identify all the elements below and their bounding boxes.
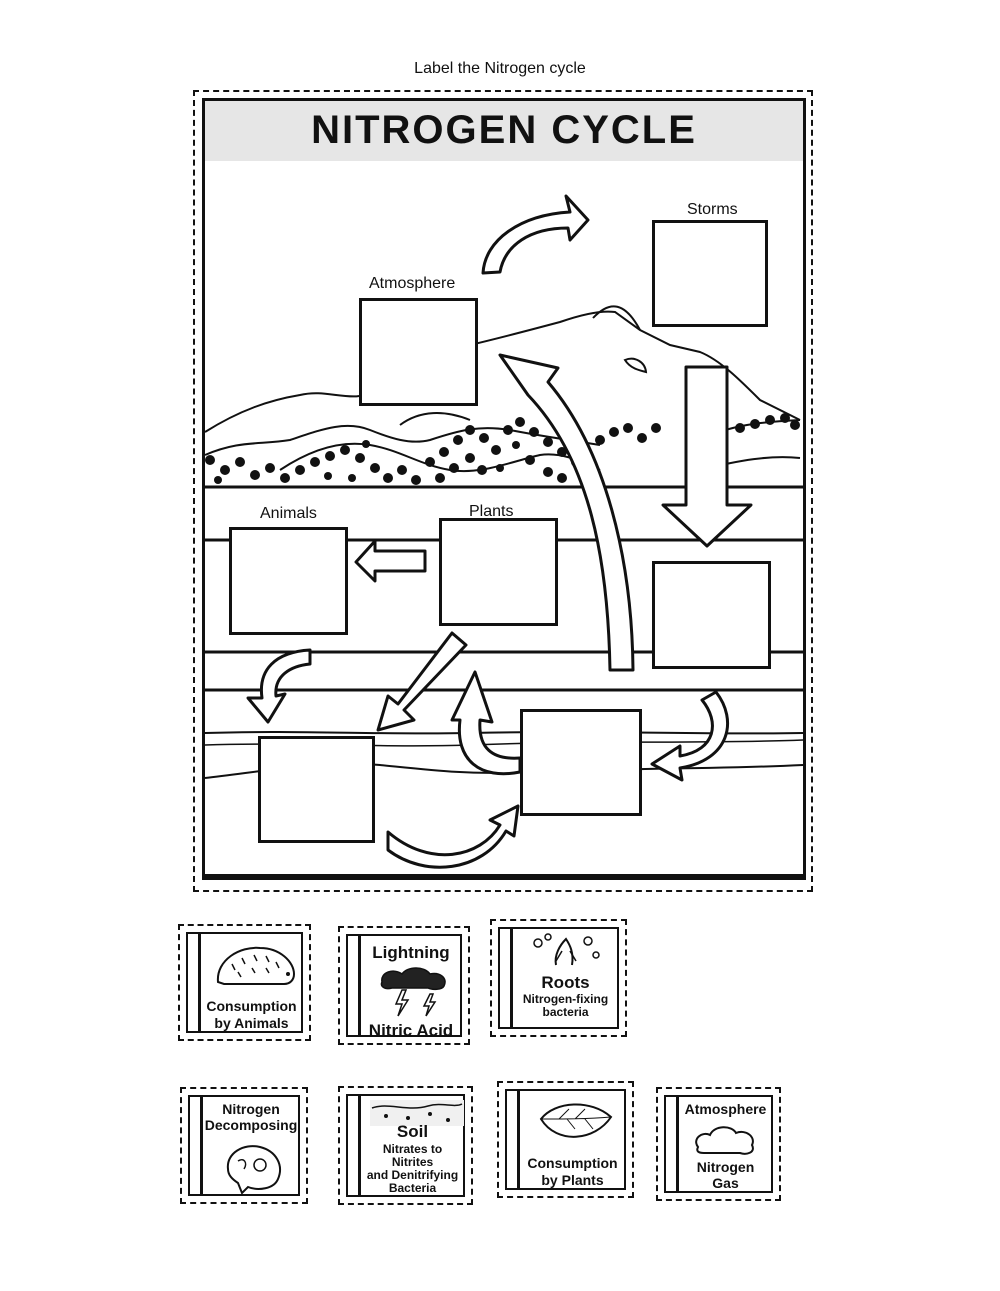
hill-outline-3 <box>400 413 470 425</box>
card-decomposing-line2: Decomposing <box>204 1117 298 1133</box>
cloud-icon <box>690 1123 760 1157</box>
card-lightning-heading: Lightning <box>362 943 460 962</box>
label-storms: Storms <box>687 201 738 219</box>
roots-icon <box>526 931 606 971</box>
card-atmosphere-heading: Atmosphere <box>680 1101 771 1117</box>
hill-outline <box>205 426 600 455</box>
card-soil[interactable]: Soil Nitrates to Nitrites and Denitrifyi… <box>338 1086 473 1205</box>
card-soil-line4: Bacteria <box>362 1182 463 1195</box>
card-lightning[interactable]: Lightning Nitric Acid <box>338 926 470 1045</box>
bottom-rule <box>202 874 806 880</box>
snow-patch <box>625 359 646 372</box>
card-plants-line1: Consumption <box>521 1155 624 1171</box>
card-plants-line2: by Plants <box>521 1172 624 1188</box>
drop-box-soil[interactable] <box>520 709 642 816</box>
card-consumption-by-animals[interactable]: Consumption by Animals <box>178 924 311 1041</box>
card-roots-heading: Roots <box>514 973 617 992</box>
card-consumption-by-plants[interactable]: Consumption by Plants <box>497 1081 634 1198</box>
snow-cap <box>593 306 640 330</box>
hedgehog-icon <box>210 940 300 990</box>
drop-box-decomposing[interactable] <box>258 736 375 843</box>
arrow-soil-loop <box>452 672 520 774</box>
drop-box-animals[interactable] <box>229 527 348 635</box>
drop-box-roots[interactable] <box>652 561 771 669</box>
drop-box-atmosphere[interactable] <box>359 298 478 406</box>
card-atmosphere[interactable]: Atmosphere Nitrogen Gas <box>656 1087 781 1201</box>
arrow-animals-to-decomposers <box>248 650 310 722</box>
card-roots[interactable]: Roots Nitrogen-fixing bacteria <box>490 919 627 1037</box>
arrow-storms-down <box>663 367 751 546</box>
storm-cloud-icon <box>372 964 452 1018</box>
card-roots-line2: bacteria <box>514 1006 617 1019</box>
card-atmosphere-line2: Gas <box>680 1175 771 1191</box>
label-atmosphere: Atmosphere <box>369 275 455 293</box>
card-animals-line1: Consumption <box>202 998 301 1014</box>
card-atmosphere-line1: Nitrogen <box>680 1159 771 1175</box>
card-lightning-footer: Nitric Acid <box>362 1021 460 1040</box>
drop-box-plants[interactable] <box>439 518 558 626</box>
leaf-icon <box>535 1097 615 1149</box>
arrow-decomposers-to-soil <box>388 806 518 867</box>
arrow-plants-to-animals <box>356 541 425 581</box>
card-decomposing-line1: Nitrogen <box>204 1101 298 1117</box>
card-animals-line2: by Animals <box>202 1015 301 1031</box>
skull-icon <box>218 1139 288 1195</box>
label-animals: Animals <box>260 505 317 523</box>
card-nitrogen-decomposing[interactable]: Nitrogen Decomposing <box>180 1087 308 1204</box>
arrow-atmosphere-to-storms <box>483 196 588 273</box>
drop-box-storms[interactable] <box>652 220 768 327</box>
card-soil-heading: Soil <box>362 1122 463 1141</box>
